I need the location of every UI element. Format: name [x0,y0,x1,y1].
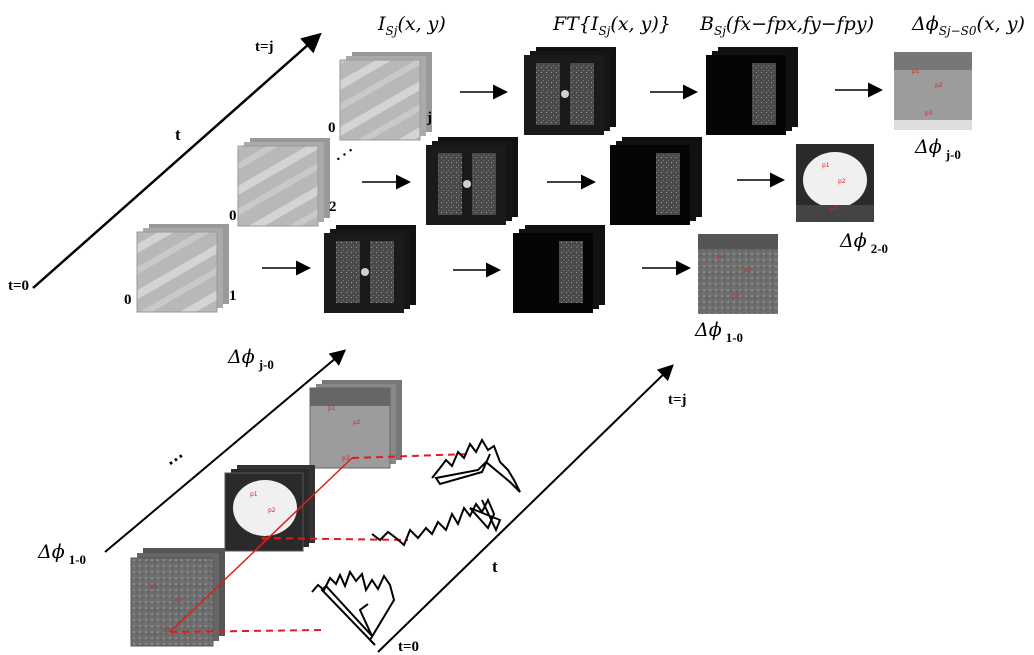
bottom-time-start-label: t=0 [398,639,419,655]
svg-text:FT{ISj(x, y)}: FT{ISj(x, y)} [552,13,671,38]
phase-trace-1 [311,569,396,646]
bottom-time-end-label: t=j [668,392,687,408]
svg-text:p3: p3 [342,455,350,462]
svg-text:p1: p1 [328,405,336,412]
svg-text:p2: p2 [935,82,943,89]
svg-text:p2: p2 [175,597,183,604]
time-axis-top [32,32,322,289]
svg-text:BSj(fx−fpx,fy−fpy): BSj(fx−fpx,fy−fpy) [699,13,874,38]
stack-index-0-row3: 0 [328,120,336,136]
stack-ellipsis: . . . [330,140,355,164]
stack-index-1: 1 [229,288,237,304]
svg-text:p3: p3 [732,293,740,300]
trajectory-connector [169,457,353,633]
svg-text:p2: p2 [268,507,276,514]
intensity-stack-j [339,52,432,141]
filtered-stack-j [706,47,798,135]
svg-text:p2: p2 [744,267,752,274]
svg-text:p1: p1 [718,253,726,260]
svg-text:ΔϕSj−S0(x, y): ΔϕSj−S0(x, y) [911,13,1025,38]
filtered-stack-2 [610,137,702,225]
fourier-stack-1 [324,225,416,313]
stack-index-j: j [426,110,432,126]
phase-trace-3 [431,437,521,493]
intensity-stack-1 [136,224,229,313]
phase-map-j: p1 p2 p3 [894,52,972,130]
svg-text:p1: p1 [150,583,158,590]
dashed-link-3 [351,453,471,459]
svg-text:p2: p2 [838,178,846,185]
dashed-link-2 [261,537,409,541]
phase-trace-2 [371,497,502,547]
fourier-stack-2 [426,137,518,225]
stack-index-0-row1: 0 [124,292,132,308]
bottom-time-axis-label: t [492,557,498,576]
filtered-stack-1 [513,225,605,313]
svg-text:p1: p1 [822,162,830,169]
time-axis-bottom [377,364,674,653]
time-axis-label: t [175,125,181,144]
bottom-phase-stack-j: p1 p2 p3 [309,380,402,469]
svg-text:p3: p3 [925,110,933,117]
dashed-link-1 [169,629,323,633]
intensity-stack-2 [237,138,330,227]
phase-map-1: p1 p2 p3 [698,234,778,314]
bottom-ellipsis: ⋯ [163,446,189,473]
svg-text:p3: p3 [830,205,838,212]
header-intensity: ISj(x, y) [377,13,446,38]
svg-text:p1: p1 [912,68,920,75]
header-fourier-transform: FT{ISj(x, y)} [552,13,671,38]
phase-axis-bottom [104,349,347,553]
time-axis-start-label: t=0 [8,278,29,294]
svg-text:p1: p1 [250,491,258,498]
svg-text:p2: p2 [353,419,361,426]
fourier-stack-j [524,47,616,135]
header-phase-difference: ΔϕSj−S0(x, y) [911,13,1025,38]
time-axis-end-label: t=j [255,39,274,55]
header-filtered-spectrum: BSj(fx−fpx,fy−fpy) [699,13,874,38]
stack-index-0-row2: 0 [229,208,237,224]
svg-text:ISj(x, y): ISj(x, y) [377,13,446,38]
stack-index-2: 2 [329,199,337,215]
phase-map-2: p1 p2 p3 [796,144,874,222]
svg-text:p3: p3 [163,627,171,634]
